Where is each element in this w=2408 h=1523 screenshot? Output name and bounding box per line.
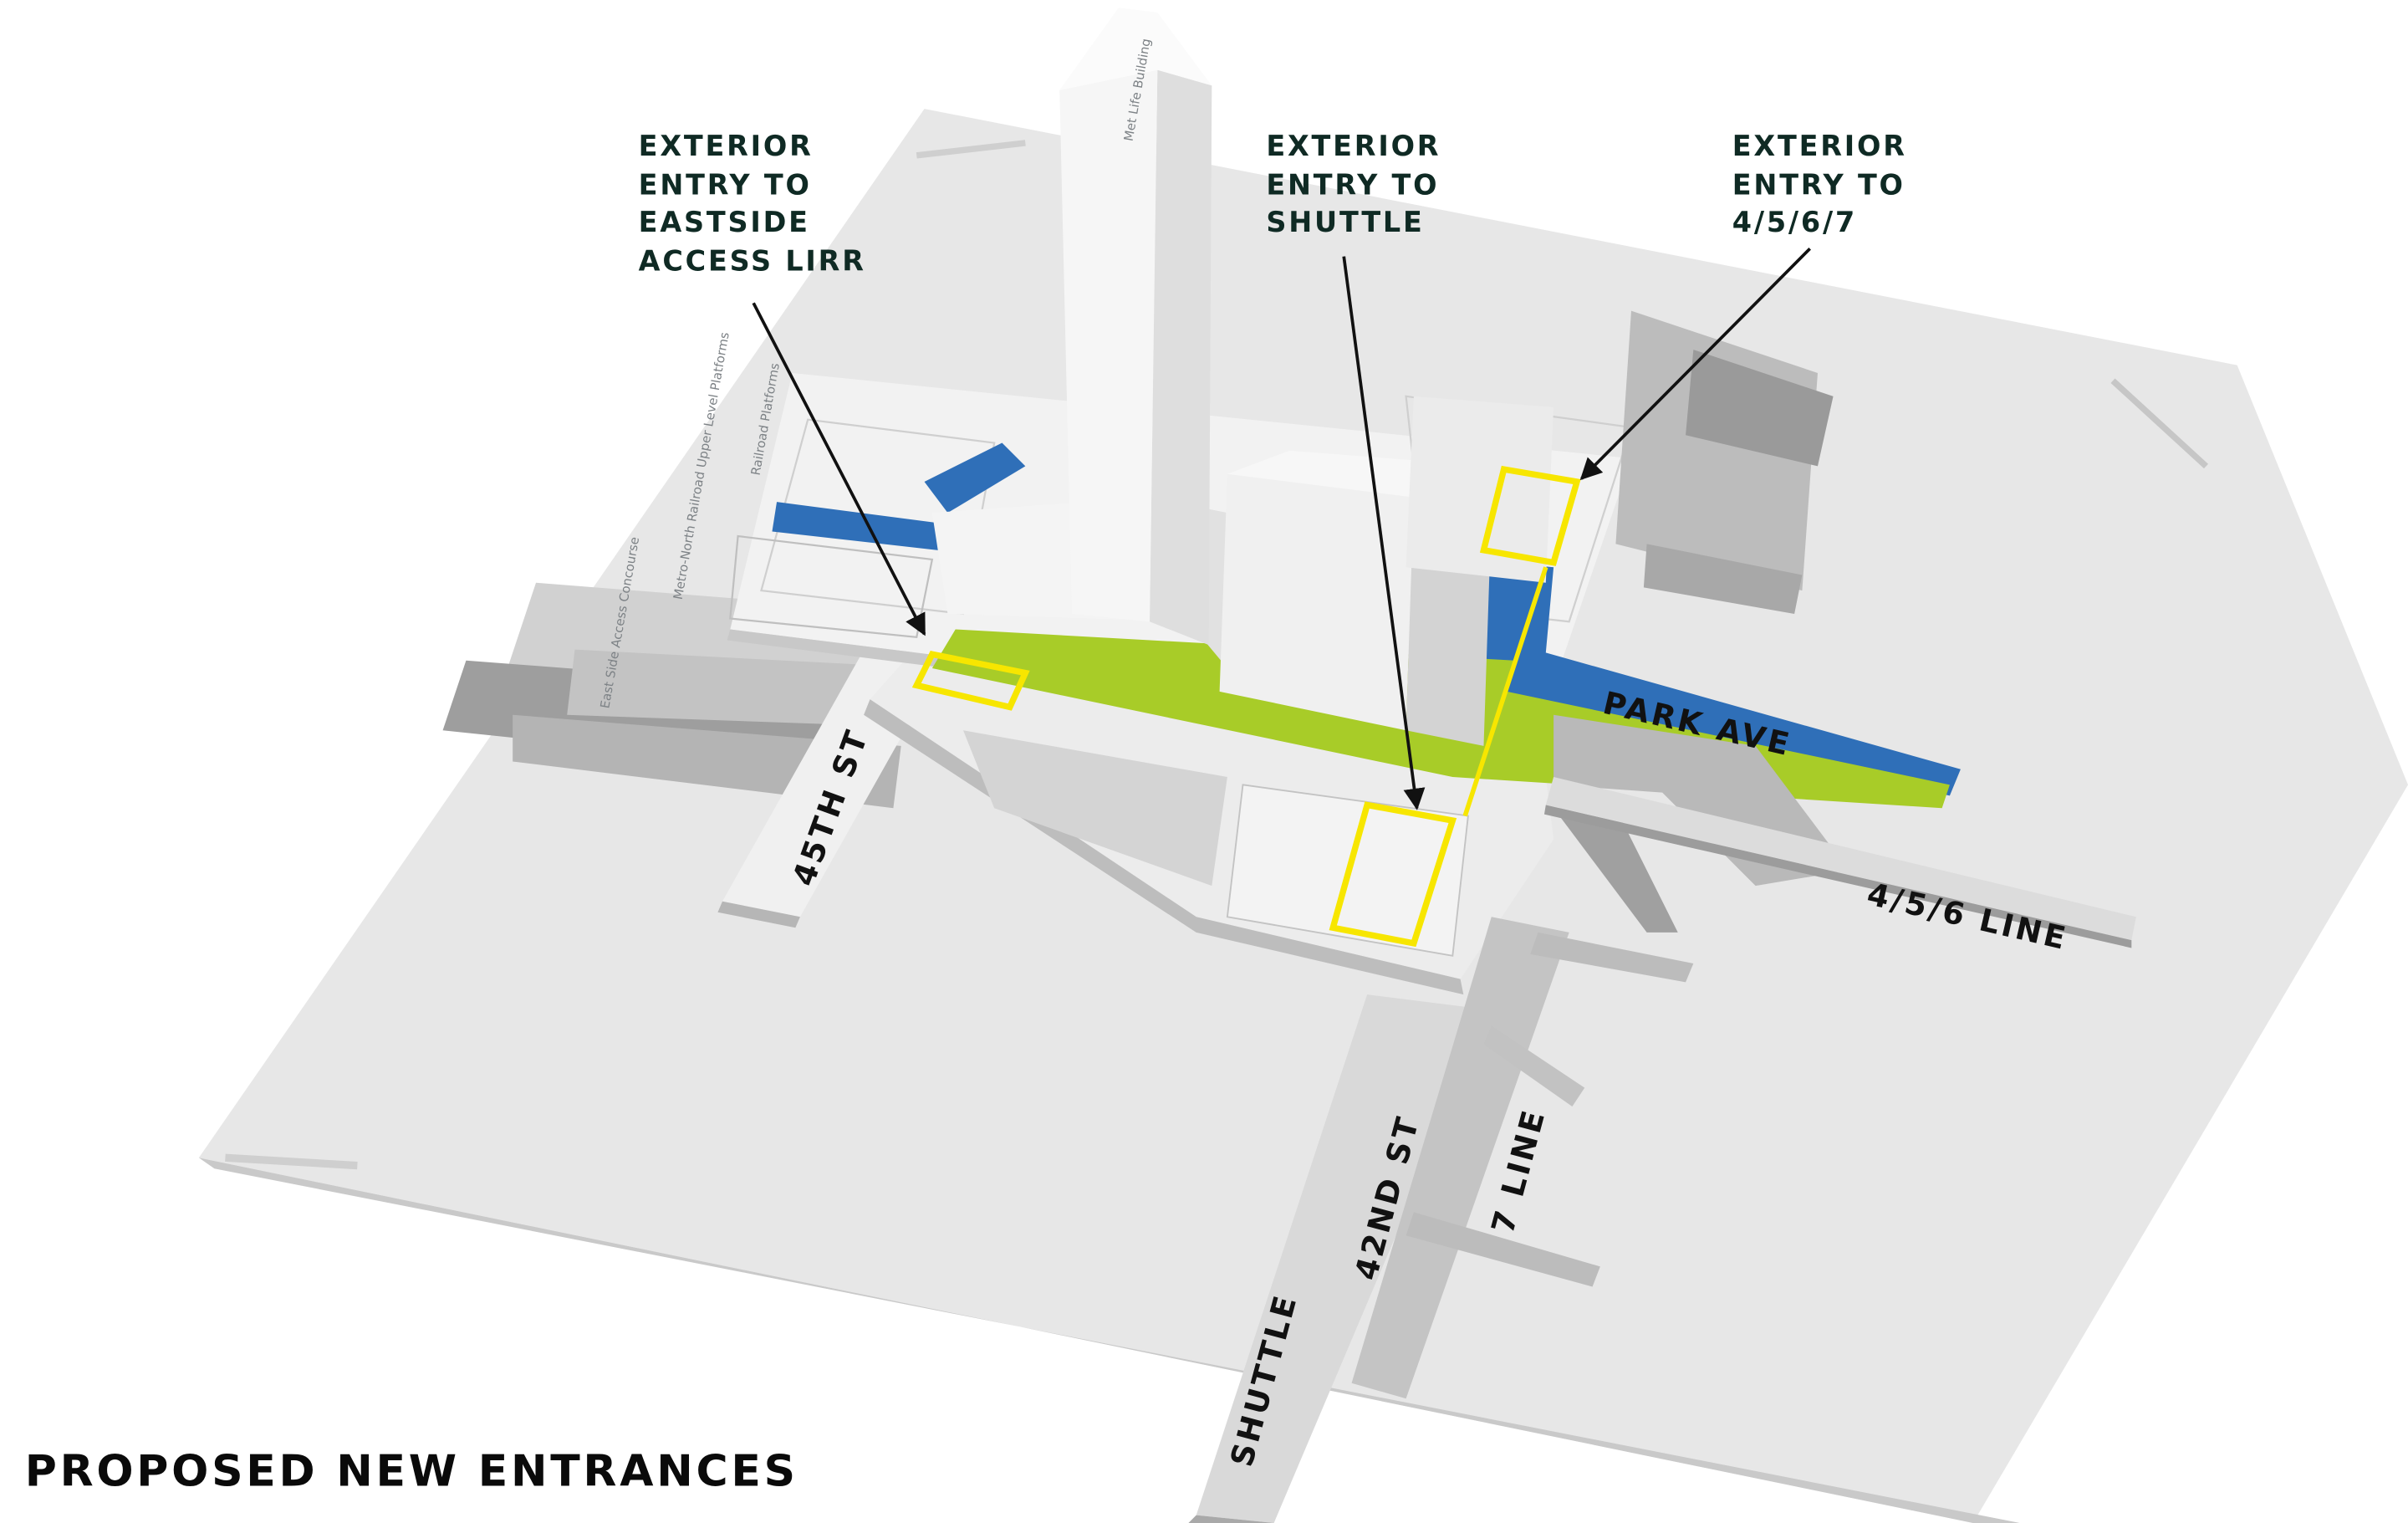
tower-shaft-side xyxy=(1149,69,1212,646)
east-block xyxy=(1406,396,1554,583)
blue-route-ramp xyxy=(924,442,1026,514)
east-structure xyxy=(1686,350,1834,467)
line-7-branch xyxy=(1406,1212,1600,1287)
diagram-caption: PROPOSED NEW ENTRANCES xyxy=(24,1445,798,1497)
board-marker xyxy=(225,1153,358,1170)
line-7-branch xyxy=(1483,1025,1585,1106)
line-7-branch xyxy=(1530,932,1694,983)
street-42nd-model xyxy=(1196,994,1492,1523)
platform-outline xyxy=(729,534,934,639)
entrance-connector xyxy=(1462,566,1548,817)
callout-arrow-lines xyxy=(1579,247,1812,481)
park-tunnel-arc xyxy=(1553,808,1678,933)
plaza-shadow xyxy=(963,730,1227,887)
entrance-highlight-lines xyxy=(1479,465,1581,566)
line-7-model xyxy=(1351,917,1569,1399)
callout-shuttle-entry: EXTERIOR ENTRY TO SHUTTLE xyxy=(1266,130,1441,240)
tower-shaft-front xyxy=(1059,69,1158,622)
line-456-model xyxy=(1545,777,2136,941)
block-front xyxy=(1219,473,1414,731)
street-45th-edge xyxy=(717,901,800,928)
line-456-edge xyxy=(1543,805,2132,948)
board-marker xyxy=(916,140,1026,159)
callout-lines-entry: EXTERIOR ENTRY TO 4/5/6/7 xyxy=(1732,130,1907,240)
blue-route-north xyxy=(772,502,956,552)
tower-top xyxy=(1059,8,1212,90)
callout-arrow-shuttle xyxy=(1342,256,1426,810)
callout-lirr-entry: EXTERIOR ENTRY TO EASTSIDE ACCESS LIRR xyxy=(638,130,866,278)
callout-arrow-lirr xyxy=(752,302,926,636)
east-structure xyxy=(1643,544,1803,614)
blue-route-park xyxy=(1460,559,1961,796)
entrance-highlight-lirr xyxy=(911,651,1030,711)
board-marker xyxy=(2110,378,2209,469)
entrance-highlight-shuttle xyxy=(1329,801,1457,948)
